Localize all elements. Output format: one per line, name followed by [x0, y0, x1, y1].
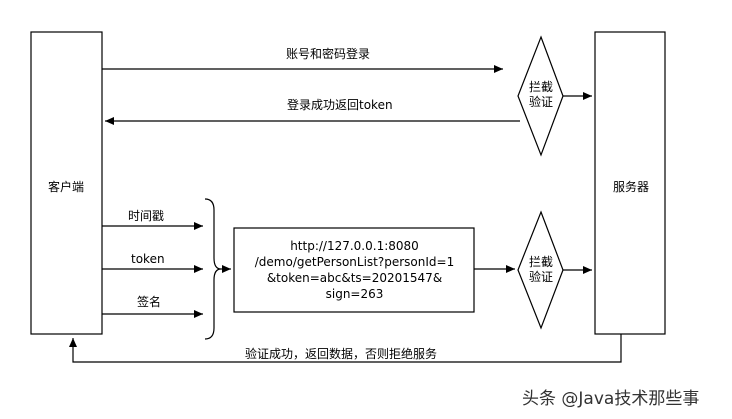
gate-top-line1: 拦截	[528, 80, 553, 94]
login-ok-arrow-label: 登录成功返回token	[287, 98, 393, 112]
watermark: 头条 @Java技术那些事	[522, 389, 700, 409]
gate-top-line2: 验证	[528, 95, 553, 109]
gate-top-label: 拦截 验证	[521, 80, 561, 110]
curly-brace	[204, 198, 222, 340]
gate-top-diamond	[517, 35, 564, 157]
server-box	[594, 31, 666, 335]
server-label: 服务器	[613, 180, 650, 194]
gate-bottom-line1: 拦截	[528, 255, 553, 269]
token-label: token	[131, 252, 165, 266]
request-line2: /demo/getPersonList?personId=1	[254, 255, 455, 269]
timestamp-label: 时间戳	[128, 209, 165, 223]
gate-bottom-line2: 验证	[528, 270, 553, 284]
sign-label: 签名	[137, 295, 162, 309]
client-label: 客户端	[48, 180, 85, 194]
request-line4: sign=263	[325, 287, 384, 301]
request-line1: http://127.0.0.1:8080	[290, 239, 419, 253]
client-box	[30, 31, 103, 335]
login-arrow-label: 账号和密码登录	[286, 47, 371, 61]
request-text: http://127.0.0.1:8080 /demo/getPersonLis…	[236, 229, 473, 311]
gate-bottom-diamond	[517, 210, 564, 330]
request-line3: &token=abc&ts=20201547&	[266, 271, 443, 285]
final-return-arrow	[69, 334, 622, 363]
final-arrow-label: 验证成功，返回数据，否则拒绝服务	[245, 347, 438, 361]
gate-bottom-label: 拦截 验证	[521, 255, 561, 285]
request-box	[233, 227, 475, 313]
